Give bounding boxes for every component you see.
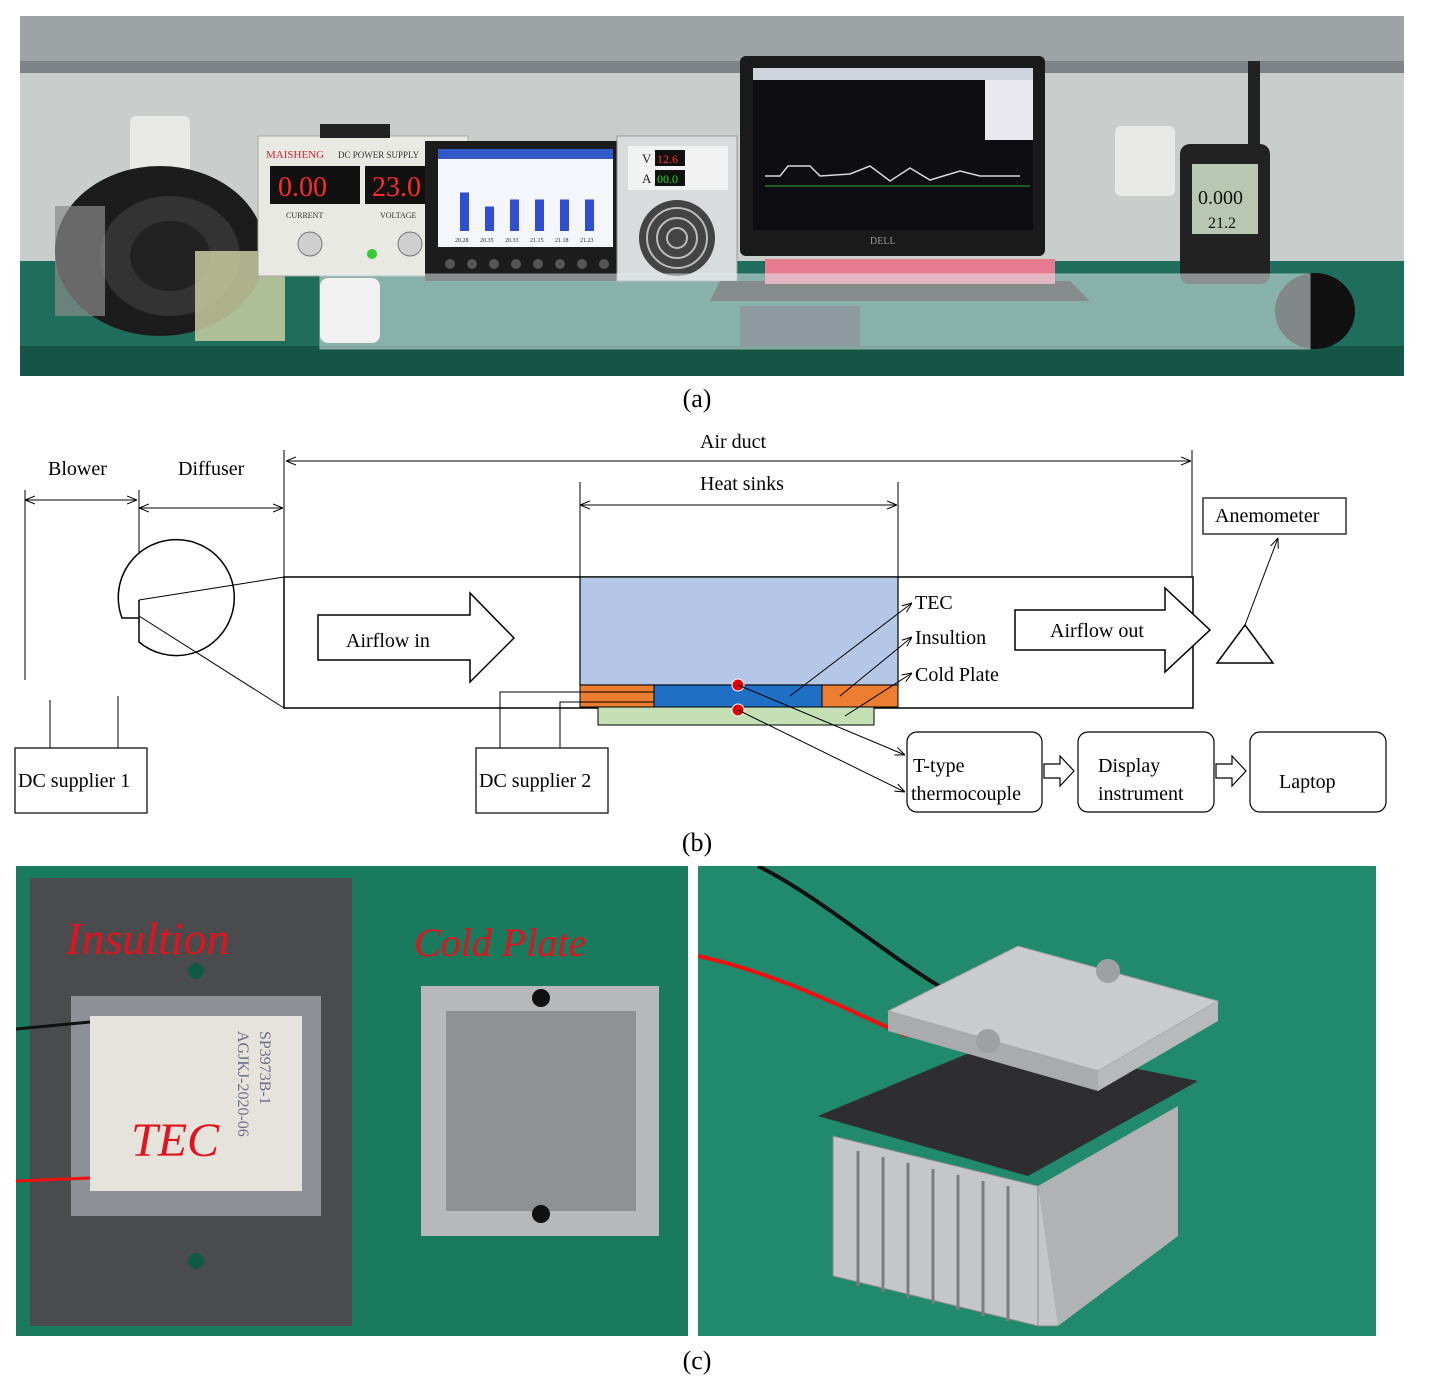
current-readout: 0.00	[278, 172, 327, 203]
meter-v-label: V	[642, 151, 652, 166]
dc-supplier-1-box	[14, 747, 148, 814]
label-display-1: Display	[1098, 755, 1160, 777]
logger-value: 20.33	[505, 238, 519, 244]
label-blower: Blower	[48, 458, 107, 480]
logger-value: 21.18	[555, 238, 569, 244]
caption-b: (b)	[681, 828, 713, 857]
photo-experimental-setup: MAISHENG DC POWER SUPPLY 0.00 23.0 CURRE…	[20, 16, 1404, 376]
power-supply-brand: MAISHENG	[266, 149, 324, 161]
insulation-right	[821, 684, 899, 708]
insulation-left	[579, 684, 655, 708]
logger-bar	[535, 199, 544, 231]
label-thermocouple-2: thermocouple	[911, 783, 1021, 805]
airflow-out-arrow	[1014, 586, 1212, 674]
logger-value: 21.23	[580, 238, 594, 244]
label-anemometer: Anemometer	[1215, 505, 1320, 527]
anemometer-readout-2: 21.2	[1208, 215, 1236, 232]
label-laptop: Laptop	[1279, 771, 1336, 793]
label-airflow-in: Airflow in	[346, 630, 430, 652]
label-tec: TEC	[915, 592, 953, 614]
anemometer-box	[1202, 497, 1347, 535]
tec-print-2: SP3973B-1	[256, 1031, 273, 1105]
logger-bar	[510, 199, 519, 231]
flow-arrow-2	[1215, 754, 1247, 788]
laptop-box	[1249, 731, 1387, 813]
meter-a-label: A	[642, 171, 652, 186]
meter-box-photo: V A 12.6 00.0	[616, 135, 738, 282]
heat-sink-block	[579, 576, 899, 686]
blower-photo	[55, 166, 285, 341]
data-logger-photo: 20.28 20.35 20.33 21.15 21.18 21.23	[425, 141, 625, 281]
flow-arrow-1	[1043, 754, 1075, 788]
voltage-label: VOLTAGE	[380, 211, 417, 220]
meter-v-readout: 12.6	[657, 152, 678, 166]
label-dc-supplier-2: DC supplier 2	[479, 770, 591, 792]
logger-bar	[460, 192, 469, 231]
logger-value: 20.28	[455, 238, 469, 244]
label-thermocouple-1: T-type	[913, 755, 965, 777]
label-display-2: instrument	[1098, 783, 1184, 805]
logger-value: 21.15	[530, 238, 544, 244]
photo-label-tec: TEC	[131, 1114, 220, 1167]
display-instrument-box	[1077, 731, 1215, 813]
logger-bar	[485, 206, 494, 231]
schematic-diagram: Blower Diffuser Air duct Heat sinks Airf…	[0, 420, 1434, 840]
dc-supplier-2-box	[475, 747, 609, 814]
label-diffuser: Diffuser	[178, 458, 245, 480]
photo-assembly	[698, 866, 1376, 1336]
airflow-in-arrow	[317, 591, 516, 684]
tec-module	[90, 1016, 302, 1191]
caption-c: (c)	[682, 1346, 712, 1375]
laptop-photo: DELL	[710, 56, 1090, 301]
anemometer-readout-1: 0.000	[1198, 187, 1243, 209]
caption-a: (a)	[682, 384, 712, 413]
laptop-brand: DELL	[870, 236, 896, 247]
photo-components: AGJKJ-2020-06 SP3973B-1 Insultion Cold P…	[16, 866, 688, 1336]
meter-a-readout: 00.0	[657, 172, 678, 186]
label-heat-sinks: Heat sinks	[700, 473, 784, 495]
logger-value: 20.35	[480, 238, 494, 244]
current-label: CURRENT	[286, 211, 323, 220]
power-supply-model: DC POWER SUPPLY	[338, 150, 420, 160]
photo-label-cold-plate: Cold Plate	[414, 920, 586, 965]
air-duct-photo	[319, 273, 1311, 350]
photo-label-insulation: Insultion	[65, 913, 230, 964]
voltage-readout: 23.0	[372, 172, 421, 203]
label-insulation: Insultion	[915, 627, 986, 649]
anemometer-symbol	[1215, 623, 1275, 664]
logger-bar	[585, 199, 594, 231]
label-air-duct: Air duct	[700, 431, 767, 453]
blower-symbol	[49, 538, 236, 748]
label-dc-supplier-1: DC supplier 1	[18, 770, 130, 792]
thermocouple-box	[906, 731, 1043, 813]
label-cold-plate: Cold Plate	[915, 664, 999, 686]
tec-print-1: AGJKJ-2020-06	[234, 1031, 251, 1137]
logger-bar	[560, 199, 569, 231]
label-airflow-out: Airflow out	[1050, 620, 1144, 642]
